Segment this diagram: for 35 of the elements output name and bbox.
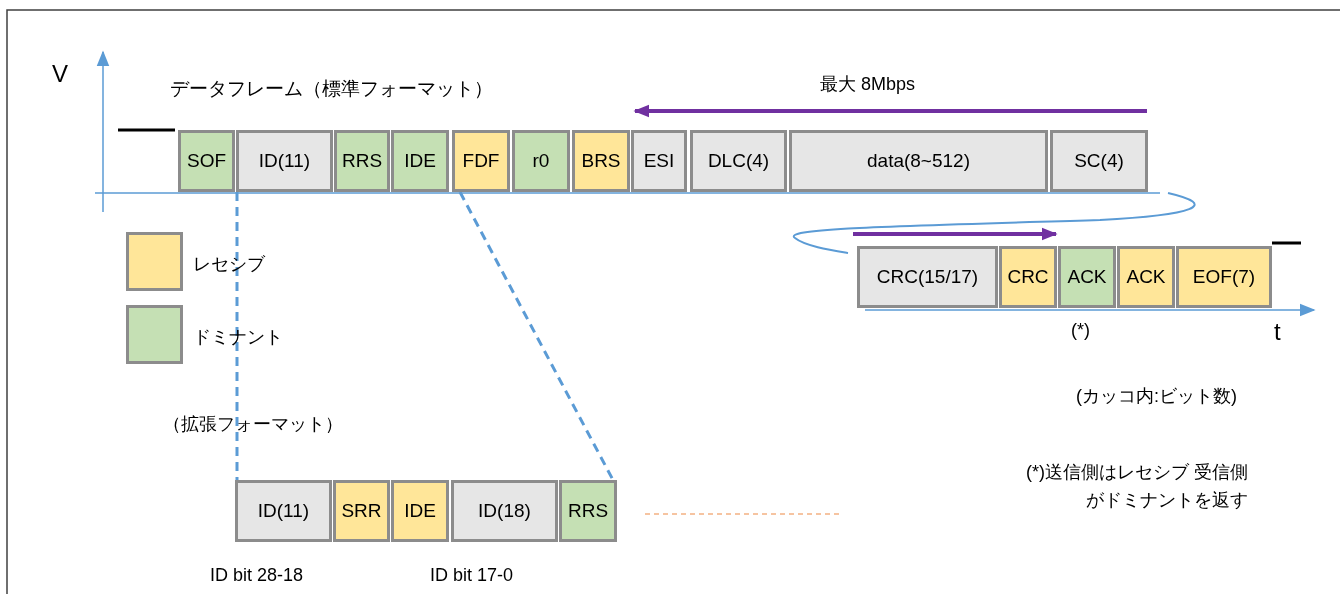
frame-field: r0 xyxy=(512,130,570,192)
frame-title: データフレーム（標準フォーマット） xyxy=(170,77,493,101)
frame-field: IDE xyxy=(391,130,449,192)
frame-field: data(8~512) xyxy=(789,130,1048,192)
frame-field: FDF xyxy=(452,130,510,192)
frame-field: ID(11) xyxy=(235,480,332,542)
frame-field: SOF xyxy=(178,130,235,192)
frame-field: RRS xyxy=(559,480,617,542)
frame-field: CRC(15/17) xyxy=(857,246,998,308)
rate-label: 最大 8Mbps xyxy=(820,73,916,96)
frame-field: EOF(7) xyxy=(1176,246,1272,308)
axis-label: V xyxy=(52,60,68,88)
zoom-guide-line xyxy=(235,192,239,480)
axis-label: t xyxy=(1274,318,1281,346)
frame-field: DLC(4) xyxy=(690,130,787,192)
legend-label: レセシブ xyxy=(193,253,265,276)
frame-field: ACK xyxy=(1117,246,1175,308)
section-heading: （拡張フォーマット） xyxy=(163,413,343,436)
frame-field: ACK xyxy=(1058,246,1116,308)
frame-field: IDE xyxy=(391,480,449,542)
frame-field: ID(18) xyxy=(451,480,558,542)
footnote: (*)送信側はレセシブ 受信側がドミナントを返す xyxy=(1025,461,1248,512)
frame-field: CRC xyxy=(999,246,1057,308)
frame-field: ID(11) xyxy=(236,130,333,192)
frame-field: SC(4) xyxy=(1050,130,1148,192)
frame-field: ESI xyxy=(631,130,687,192)
footnote-mark: (*) xyxy=(1071,320,1090,341)
frame-field: SRR xyxy=(333,480,390,542)
frame-field: RRS xyxy=(334,130,390,192)
legend-label: ドミナント xyxy=(193,326,283,349)
frame-field: BRS xyxy=(572,130,630,192)
unit-note: (カッコ内:ビット数) xyxy=(1076,385,1237,408)
bit-range-label: ID bit 17-0 xyxy=(430,565,514,586)
bit-range-label: ID bit 28-18 xyxy=(210,565,304,586)
zoom-guide-line xyxy=(458,191,615,481)
